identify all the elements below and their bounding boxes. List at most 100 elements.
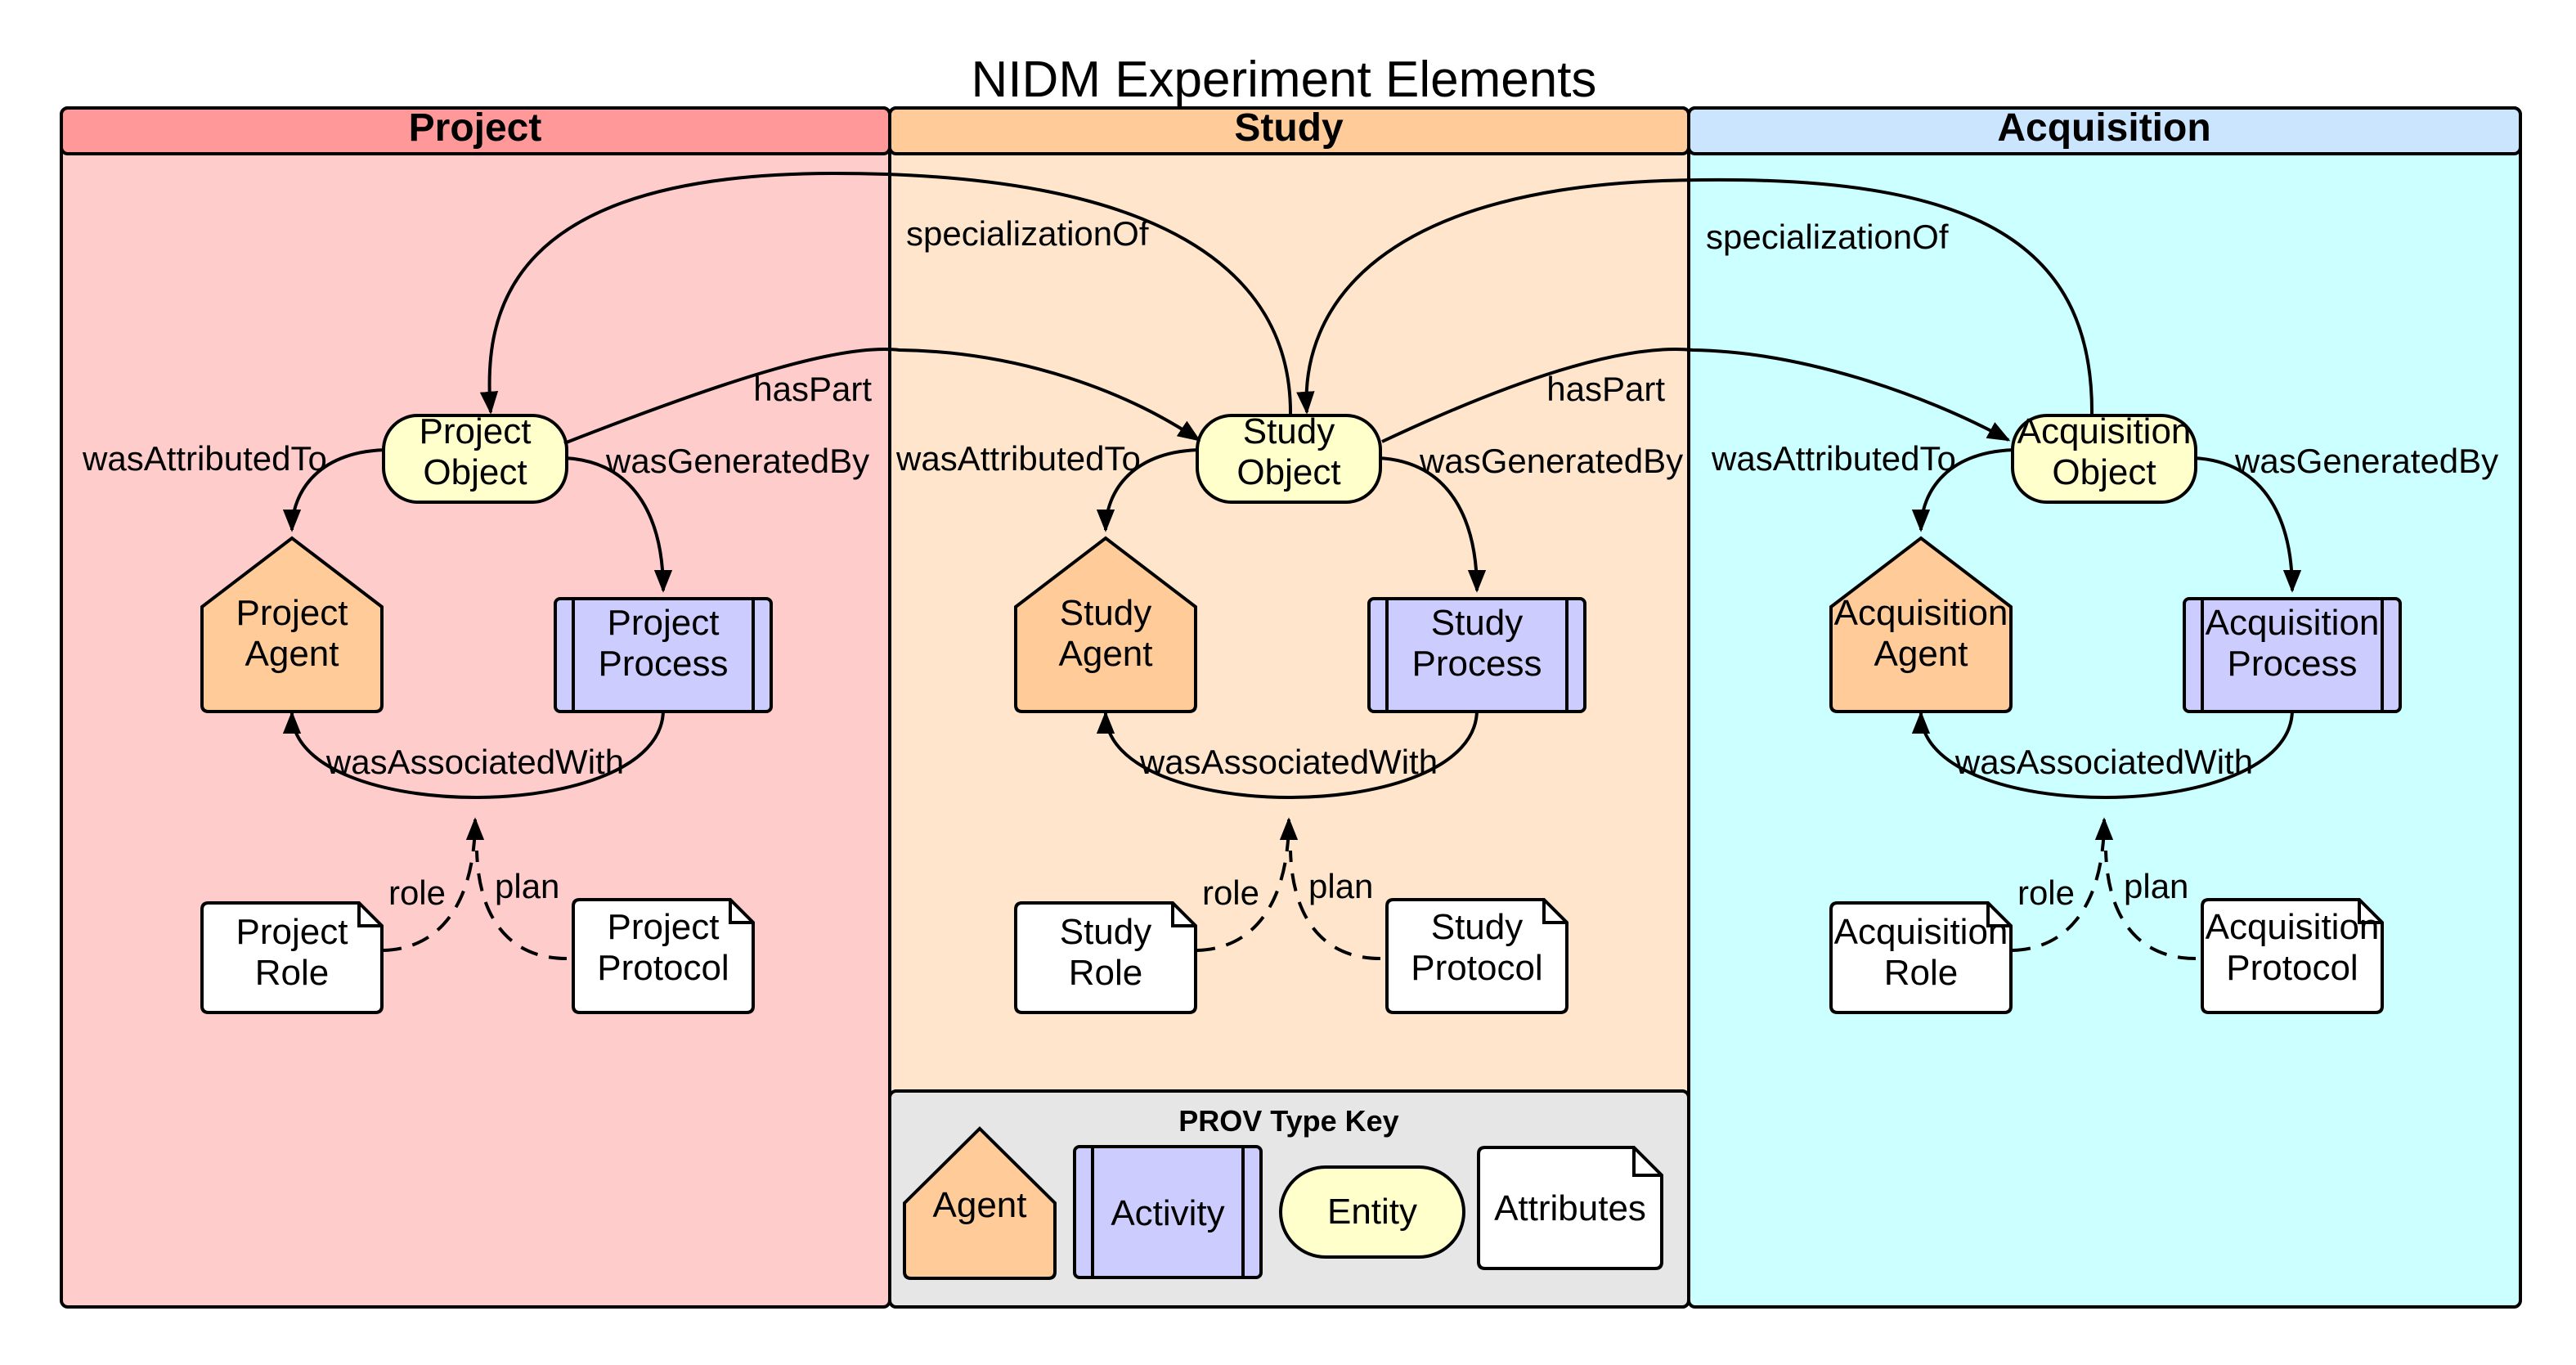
study-protocol-label-line-2: Protocol — [1411, 948, 1542, 988]
key-agent-shape — [903, 1126, 1057, 1280]
study-object-label-line-2: Object — [1236, 452, 1340, 492]
edge-was-attributed-to — [282, 448, 391, 532]
key-activity-label: Activity — [1111, 1193, 1224, 1233]
project-agent-label-line-2: Agent — [245, 634, 339, 674]
study-object-label-line-1: Study — [1243, 411, 1335, 451]
acquisition-role-fold — [1986, 903, 2011, 927]
edge-specialization-study-project — [479, 171, 1293, 416]
project-role-fold — [357, 903, 382, 927]
edge-has-part-study-acquisition — [1381, 348, 2011, 443]
acquisition-object-label-line-1: Acquisition — [2017, 411, 2192, 451]
lane-title: Study — [1234, 106, 1344, 150]
label-was-attributed-to: wasAttributedTo — [82, 439, 327, 478]
acquisition-process-label-line-2: Process — [2228, 644, 2358, 684]
project-process-node — [554, 597, 773, 713]
project-protocol-fold — [729, 900, 753, 924]
edge-was-attributed-to — [1911, 448, 2020, 532]
label-was-generated-by: wasGeneratedBy — [1419, 442, 1683, 480]
project-agent-node — [200, 536, 384, 713]
acquisition-process-node — [2183, 597, 2402, 713]
acquisition-agent-label-line-2: Agent — [1874, 634, 1968, 674]
project-object-label-line-1: Project — [420, 411, 532, 451]
lane-study-nodes: wasAttributedTo wasGeneratedBy wasAssociat… — [895, 411, 1683, 1014]
label-was-associated-with: wasAssociatedWith — [1954, 743, 2253, 781]
label-has-part: hasPart — [753, 370, 872, 408]
lane-title: Acquisition — [1997, 106, 2210, 150]
acquisition-protocol-fold — [2358, 900, 2382, 924]
acquisition-protocol-label-line-1: Acquisition — [2206, 907, 2380, 947]
project-protocol-node — [572, 898, 755, 1014]
acquisition-role-label-line-2: Role — [1884, 953, 1959, 993]
acquisition-protocol-label-line-2: Protocol — [2226, 948, 2358, 988]
study-role-label-line-2: Role — [1069, 953, 1143, 993]
label-plan: plan — [1308, 867, 1373, 905]
edge-was-generated-by — [2193, 456, 2302, 593]
label-role: role — [388, 873, 446, 912]
study-protocol-label-line-1: Study — [1431, 907, 1524, 947]
edge-was-associated-with — [1911, 709, 2294, 799]
label-specialization-of: specializationOf — [906, 214, 1149, 253]
label-specialization-of: specializationOf — [1706, 218, 1949, 256]
study-process-label-line-2: Process — [1412, 644, 1542, 684]
key-title: PROV Type Key — [1178, 1104, 1398, 1138]
study-protocol-fold — [1542, 900, 1567, 924]
study-role-node — [1014, 901, 1197, 1014]
acquisition-agent-node — [1829, 536, 2013, 713]
edge-specialization-acquisition-study — [1296, 177, 2094, 416]
project-protocol-label-line-2: Protocol — [597, 948, 729, 988]
study-role-fold — [1171, 903, 1196, 927]
edge-plan — [1289, 850, 1381, 960]
label-has-part: hasPart — [1546, 370, 1665, 408]
project-object-node — [382, 414, 568, 504]
label-role: role — [2017, 873, 2075, 912]
edge-was-associated-with — [1096, 709, 1479, 799]
label-was-generated-by: wasGeneratedBy — [2234, 442, 2498, 480]
label-plan: plan — [2124, 867, 2188, 905]
key-agent-label: Agent — [933, 1185, 1027, 1225]
label-was-associated-with: wasAssociatedWith — [325, 743, 624, 781]
acquisition-process-label-line-1: Acquisition — [2206, 603, 2380, 643]
key-entity-label: Entity — [1327, 1192, 1417, 1232]
edge-was-associated-with — [282, 709, 665, 799]
edge-has-part-project-study — [563, 348, 1201, 445]
study-agent-label-line-1: Study — [1060, 593, 1152, 633]
study-agent-node — [1014, 536, 1197, 713]
project-protocol-label-line-1: Project — [608, 907, 720, 947]
label-was-associated-with: wasAssociatedWith — [1139, 743, 1438, 781]
prov-type-key: PROV Type Key Agent Activity Entity Attr… — [888, 1089, 1690, 1309]
study-process-label-line-1: Study — [1431, 603, 1524, 643]
label-was-attributed-to: wasAttributedTo — [895, 439, 1141, 478]
cross-lane-edges: hasPart hasPart specializationOf specializa… — [479, 171, 2094, 445]
acquisition-agent-label-line-1: Acquisition — [1834, 593, 2008, 633]
acquisition-protocol-node — [2201, 898, 2384, 1014]
acquisition-role-label-line-1: Acquisition — [1834, 912, 2008, 952]
project-process-label-line-1: Project — [608, 603, 720, 643]
acquisition-role-node — [1829, 901, 2013, 1014]
key-attributes-fold — [1632, 1147, 1662, 1177]
project-role-node — [200, 901, 384, 1014]
edge-was-generated-by — [564, 456, 673, 593]
project-object-label-line-2: Object — [423, 452, 527, 492]
label-plan: plan — [495, 867, 559, 905]
key-attributes-label: Attributes — [1494, 1188, 1646, 1228]
key-activity-shape — [1073, 1145, 1263, 1279]
key-entity-shape — [1279, 1165, 1465, 1259]
study-object-node — [1196, 414, 1382, 504]
edge-role — [383, 817, 485, 952]
